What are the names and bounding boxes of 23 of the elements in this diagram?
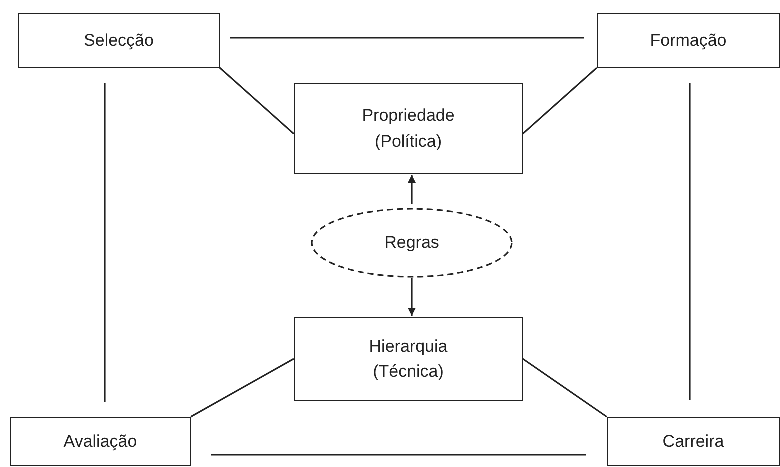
process-box [294,317,523,401]
node-label: Regras [384,232,440,254]
node-label: Formação [650,30,727,52]
connector-line [230,37,584,39]
node-label: Selecção [84,30,154,52]
node-label: Avaliação [64,430,138,453]
connector-line [219,67,295,135]
node-label: Hierarquia (Técnica) [368,336,449,383]
process-box [597,13,780,68]
node-label: Carreira [662,430,724,453]
node-label: Propriedade (Política) [361,105,456,152]
process-box [18,13,220,68]
connector-line [522,358,608,418]
process-box [294,83,523,174]
process-box [607,417,780,466]
connector-line [190,358,294,418]
connector-line [211,454,586,456]
connector-line [689,83,691,400]
process-box [10,417,191,466]
arrow [408,278,416,316]
connector-line [104,83,106,402]
arrow [408,175,416,204]
connector-line [522,67,598,135]
